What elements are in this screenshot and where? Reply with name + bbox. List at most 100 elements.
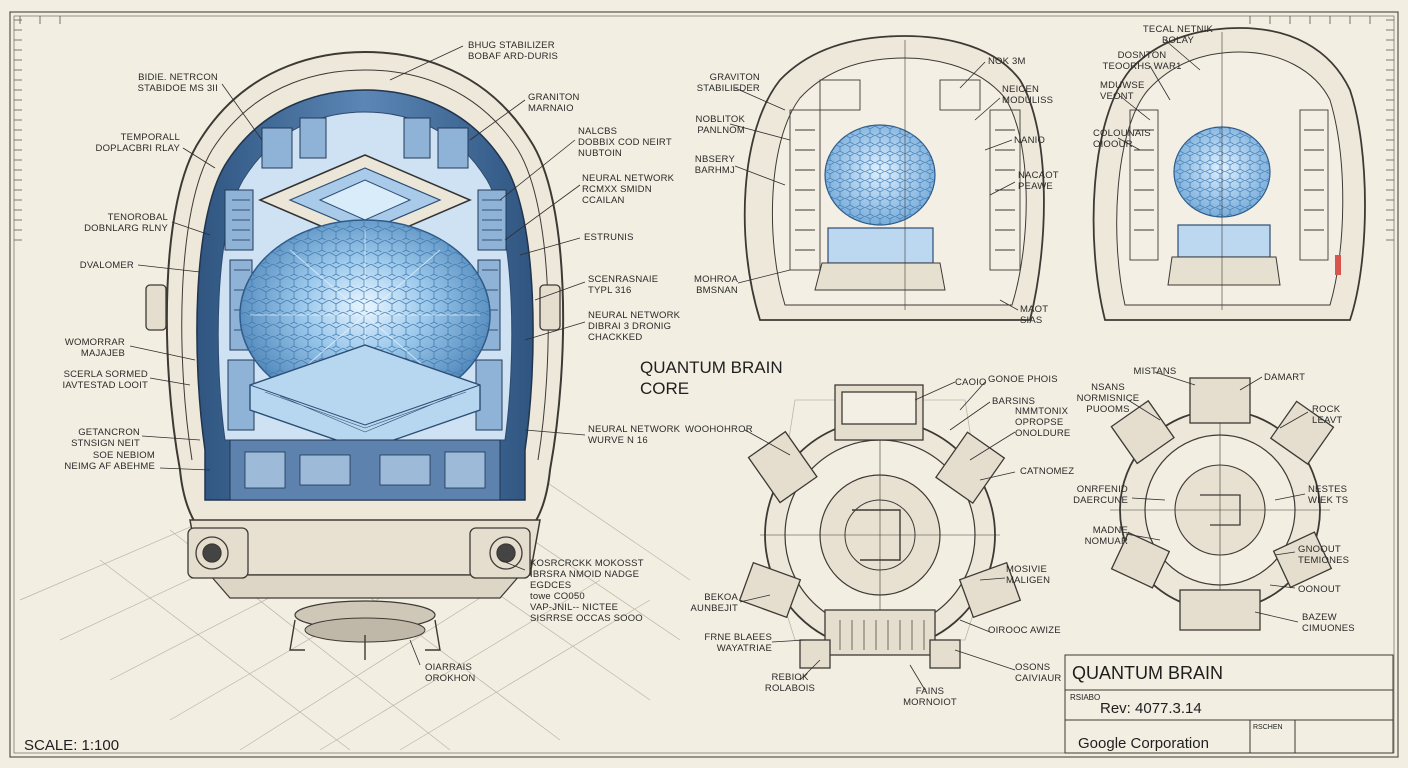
label-onrfend-line: ONRFENID bbox=[1077, 484, 1128, 495]
label-graniton-line: GRANITON bbox=[528, 92, 580, 103]
label-tenororbal-line: DOBNLARG RLNY bbox=[84, 223, 168, 234]
label-bhug-line: BOBAF ARD-DURIS bbox=[468, 51, 558, 62]
label-fains-line: FAINS bbox=[916, 686, 944, 697]
label-gnoout-line: GNOOUT bbox=[1298, 544, 1341, 555]
label-rock-line: ROCK bbox=[1312, 404, 1341, 415]
label-dvalomer-line: DVALOMER bbox=[80, 260, 134, 271]
label-mohroa-line: MOHROA bbox=[694, 274, 738, 285]
label-scerla-line: IAVTESTAD LOOIT bbox=[62, 380, 148, 391]
leader-lines bbox=[129, 39, 1309, 691]
label-kosrak-line: towe CO050 bbox=[530, 591, 585, 602]
label-tecal-line: BOLAY bbox=[1162, 35, 1194, 46]
label-kosrak-line: EGDCES bbox=[530, 580, 571, 591]
label-nok3m-line: NOK 3M bbox=[988, 56, 1026, 67]
title-block-revision: Rev: 4077.3.14 bbox=[1100, 700, 1202, 717]
label-damart: DAMART bbox=[1264, 372, 1305, 383]
top-right-cutaway bbox=[1092, 27, 1366, 321]
label-oonout-line: OONOUT bbox=[1298, 584, 1341, 595]
scale-label: SCALE: 1:100 bbox=[24, 737, 119, 754]
label-osons-line: CAIVIAUR bbox=[1015, 673, 1061, 684]
label-nanio: NANIO bbox=[1014, 135, 1045, 146]
label-rock-line: LEAVT bbox=[1312, 415, 1342, 426]
label-colounms-line: COLOUNAIS bbox=[1093, 128, 1151, 139]
label-resion-line: ROLABOIS bbox=[765, 683, 815, 694]
label-nmmtonx-line: OPROPSE bbox=[1015, 417, 1063, 428]
label-noblitok-line: PANLNOM bbox=[697, 125, 745, 136]
label-doniton-line: TEOORHS WAR1 bbox=[1102, 61, 1181, 72]
label-fains-line: MORNOIOT bbox=[903, 697, 957, 708]
label-nn1-line: NEURAL NETWORK bbox=[582, 173, 675, 184]
label-damart-line: DAMART bbox=[1264, 372, 1305, 383]
label-scenrasnaie-line: TYPL 316 bbox=[588, 285, 632, 296]
label-caoio: CAOIO bbox=[955, 377, 987, 388]
core-title-line-1: QUANTUM BRAIN bbox=[640, 358, 783, 377]
label-nacaot-line: NACAOT bbox=[1018, 170, 1059, 181]
label-nestes-line: NESTES bbox=[1308, 484, 1347, 495]
label-nbsery-line: BARHMJ bbox=[695, 165, 735, 176]
label-kosrak-line: VAP-JNIL-- NICTEE bbox=[530, 602, 618, 613]
label-nalcbs-line: NUBTOIN bbox=[578, 148, 622, 159]
label-mdwuse-line: MDUWSE bbox=[1100, 80, 1144, 91]
label-nalcbs-line: DOBBIX COD NEIRT bbox=[578, 137, 672, 148]
label-mistans: MISTANS bbox=[1134, 366, 1177, 377]
sheet-border bbox=[9, 11, 1399, 758]
label-resion-line: REBIOK bbox=[771, 672, 809, 683]
label-nn3-line: NEURAL NETWORK bbox=[588, 424, 681, 435]
label-temporall-line: TEMPORALL bbox=[121, 132, 180, 143]
label-nn2-line: CHACKKED bbox=[588, 332, 642, 343]
label-oonout: OONOUT bbox=[1298, 584, 1341, 595]
label-noblitok-line: NOBLITOK bbox=[696, 114, 746, 125]
label-madne-line: NOMUAR bbox=[1085, 536, 1128, 547]
title-block-company: Google Corporation bbox=[1078, 735, 1209, 752]
label-bidie-netron-line: BIDIE. NETRCON bbox=[138, 72, 218, 83]
label-barsins: BARSINS bbox=[992, 396, 1035, 407]
label-oiarrais-line: OROKHON bbox=[425, 673, 476, 684]
label-tenororbal-line: TENOROBAL bbox=[108, 212, 168, 223]
label-bekoa-line: BEKOA bbox=[704, 592, 738, 603]
label-barsins-line: BARSINS bbox=[992, 396, 1035, 407]
label-frne-line: WAYATRIAE bbox=[717, 643, 772, 654]
label-nn2-line: NEURAL NETWORK bbox=[588, 310, 681, 321]
label-bhug-line: BHUG STABILIZER bbox=[468, 40, 555, 51]
main-capsule-cutaway bbox=[145, 50, 565, 660]
label-nn1-line: CCAILAN bbox=[582, 195, 625, 206]
label-gonoe: GONOE PHOIS bbox=[988, 374, 1058, 385]
label-catnomez-line: CATNOMEZ bbox=[1020, 466, 1074, 477]
label-maot-line: MAOT bbox=[1020, 304, 1048, 315]
label-nn3-line: WURVE N 16 bbox=[588, 435, 648, 446]
label-nmmtonx-line: ONOLDURE bbox=[1015, 428, 1070, 439]
label-kosrak-line: IBRSRA NMOID NADGE bbox=[530, 569, 639, 580]
label-mdwuse-line: VEONT bbox=[1100, 91, 1134, 102]
label-kosrak-line: KOSRCRCKK MOKOSST bbox=[530, 558, 644, 569]
label-temporall-line: DOPLACBRI RLAY bbox=[96, 143, 181, 154]
label-bazew-line: CIMUONES bbox=[1302, 623, 1355, 634]
label-woohohror-line: WOOHOHROR bbox=[685, 424, 753, 435]
title-block-title: QUANTUM BRAIN bbox=[1072, 663, 1223, 683]
label-scenrasnaie-line: SCENRASNAIE bbox=[588, 274, 658, 285]
label-osons-line: OSONS bbox=[1015, 662, 1050, 673]
title-block-small-label: RSIABO bbox=[1070, 693, 1100, 702]
bottom-mid-top-view bbox=[738, 384, 1022, 669]
